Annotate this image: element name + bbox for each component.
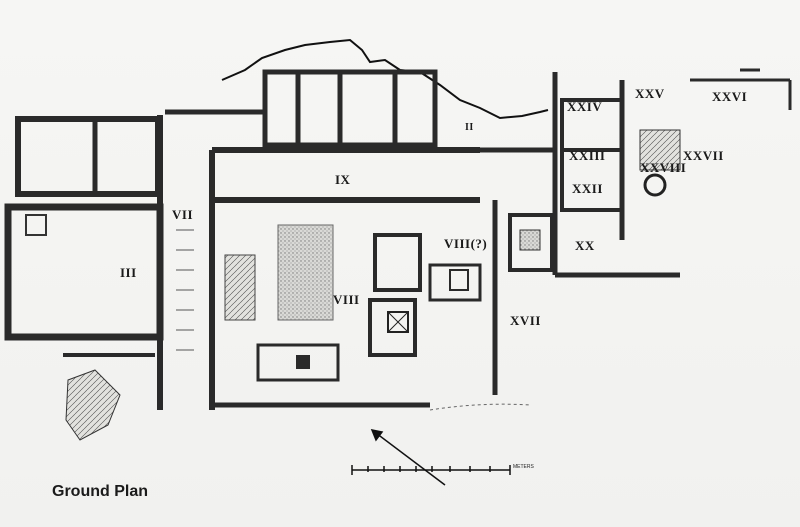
corridor-VII bbox=[157, 115, 215, 410]
north-arrow bbox=[370, 428, 446, 486]
room-label-XXVIII: XXVIII bbox=[640, 160, 687, 175]
figure-caption: Ground Plan bbox=[52, 483, 148, 500]
room-label-IX: IX bbox=[335, 172, 351, 187]
room-III-walls bbox=[4, 116, 164, 341]
room-label-XXVII: XXVII bbox=[683, 148, 724, 163]
scale-label: METERS bbox=[513, 464, 534, 470]
rubble-area bbox=[224, 254, 256, 321]
room-label-VIII: VIII bbox=[333, 292, 360, 307]
north-rooms bbox=[165, 69, 438, 148]
room-label-XXIV: XXIV bbox=[567, 99, 603, 114]
room-label-XX: XX bbox=[575, 238, 595, 253]
excavation-boundary bbox=[221, 38, 549, 120]
southwest-fragment bbox=[65, 369, 121, 441]
room-label-VII: VII bbox=[172, 207, 194, 222]
room-label-XXIII: XXIII bbox=[569, 148, 606, 163]
room-label-XXII: XXII bbox=[572, 181, 603, 196]
room-label-III: III bbox=[120, 265, 137, 280]
east-complex bbox=[480, 68, 792, 278]
room-label-XVII: XVII bbox=[510, 313, 541, 328]
room-label-II: II bbox=[465, 122, 474, 133]
room-label-XXVI: XXVI bbox=[712, 89, 748, 104]
room-label-VIII-query: VIII(?) bbox=[444, 236, 488, 251]
stippled-area bbox=[277, 224, 334, 321]
scale-bar bbox=[351, 465, 511, 475]
room-IX bbox=[212, 147, 480, 203]
room-VIII-query bbox=[428, 263, 482, 302]
room-label-XXV: XXV bbox=[635, 86, 665, 101]
room-VIII bbox=[212, 200, 498, 408]
